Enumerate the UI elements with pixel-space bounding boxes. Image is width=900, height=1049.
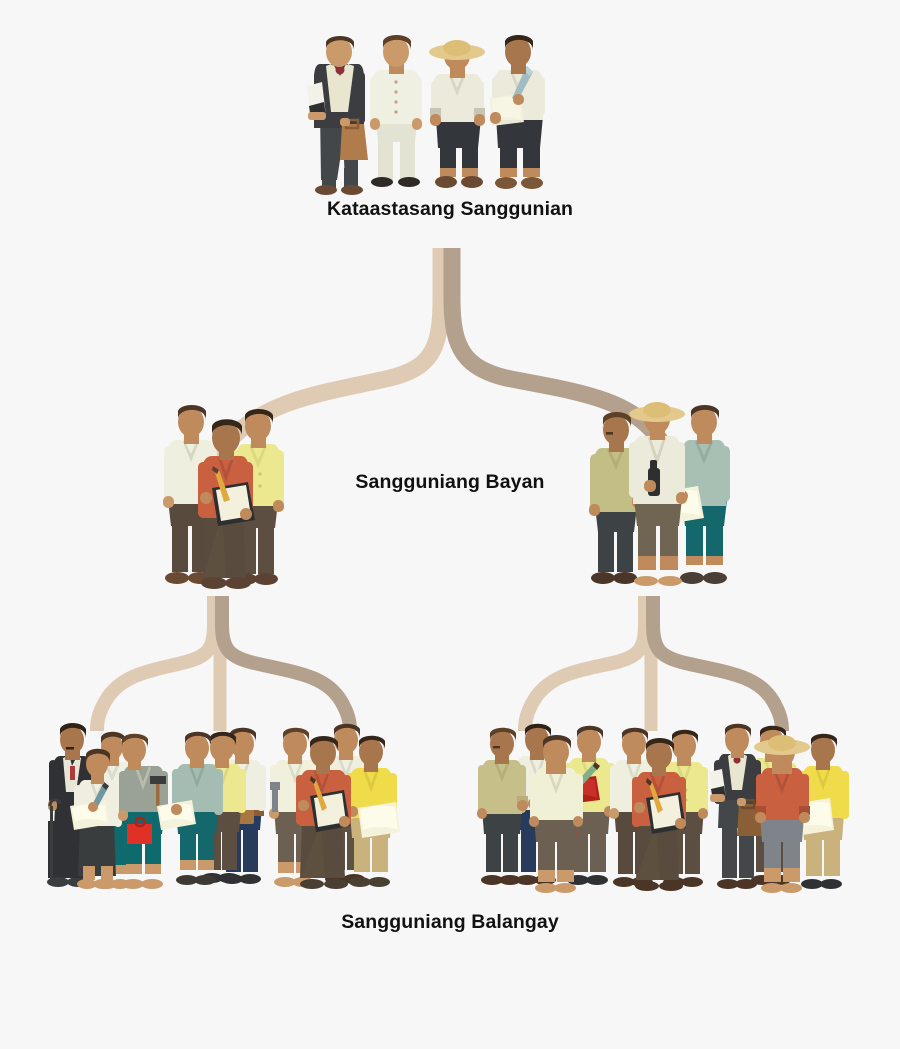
figure-man-in-white-barong bbox=[370, 35, 422, 187]
figure-farmer-in-red-shirt-with-straw-hat bbox=[754, 735, 810, 893]
figure-man-in-yellow-shirt-with-papers bbox=[346, 735, 400, 887]
figure-man-in-black-suit-with-briefcase bbox=[307, 36, 368, 195]
figure-group-balangay-3 bbox=[269, 723, 400, 889]
connector-bayan-right-to-balangay bbox=[518, 596, 789, 732]
figure-farmer-with-straw-hat bbox=[429, 40, 485, 188]
figure-man-in-teal-shirt-with-scroll bbox=[157, 731, 223, 885]
figure-group-balangay-2 bbox=[157, 727, 266, 885]
connector-left-right-branch bbox=[215, 596, 357, 732]
connector-right-stem bbox=[518, 596, 652, 732]
tier-label-sangguniang-balangay: Sangguniang Balangay bbox=[341, 911, 559, 933]
connector-right-right-branch bbox=[646, 596, 789, 732]
figure-scribe-with-quill-and-scroll bbox=[490, 35, 545, 189]
figure-group-kataastasang-sanggunian bbox=[307, 35, 545, 195]
figure-clerk-in-red-shirt-with-tablet bbox=[198, 419, 255, 589]
figure-farmer-with-straw-hat-and-bottle bbox=[629, 402, 687, 586]
tier-label-kataastasang-sanggunian: Kataastasang Sanggunian bbox=[326, 198, 574, 220]
figure-clerk-in-red-shirt-with-tablet bbox=[632, 738, 686, 891]
figure-group-balangay-6 bbox=[709, 723, 849, 893]
connector-bayan-left-to-balangay bbox=[90, 596, 357, 732]
figure-group-sangguniang-bayan-right bbox=[589, 402, 730, 586]
tier-label-sangguniang-bayan: Sangguniang Bayan bbox=[355, 471, 545, 493]
connector-left-stem bbox=[90, 596, 221, 732]
figure-group-balangay-1 bbox=[47, 723, 168, 889]
figure-elder-in-olive-shirt bbox=[477, 727, 528, 885]
figure-group-sangguniang-bayan-left bbox=[163, 405, 284, 589]
figure-man-in-pale-shirt bbox=[529, 735, 583, 893]
figure-group-balangay-4 bbox=[477, 723, 615, 893]
figure-scribe-with-quill bbox=[70, 748, 122, 889]
figure-man-in-black-suit-with-briefcase bbox=[709, 723, 763, 889]
figure-group-balangay-5 bbox=[609, 727, 708, 891]
figure-clerk-in-red-shirt-with-tablet bbox=[296, 736, 351, 889]
